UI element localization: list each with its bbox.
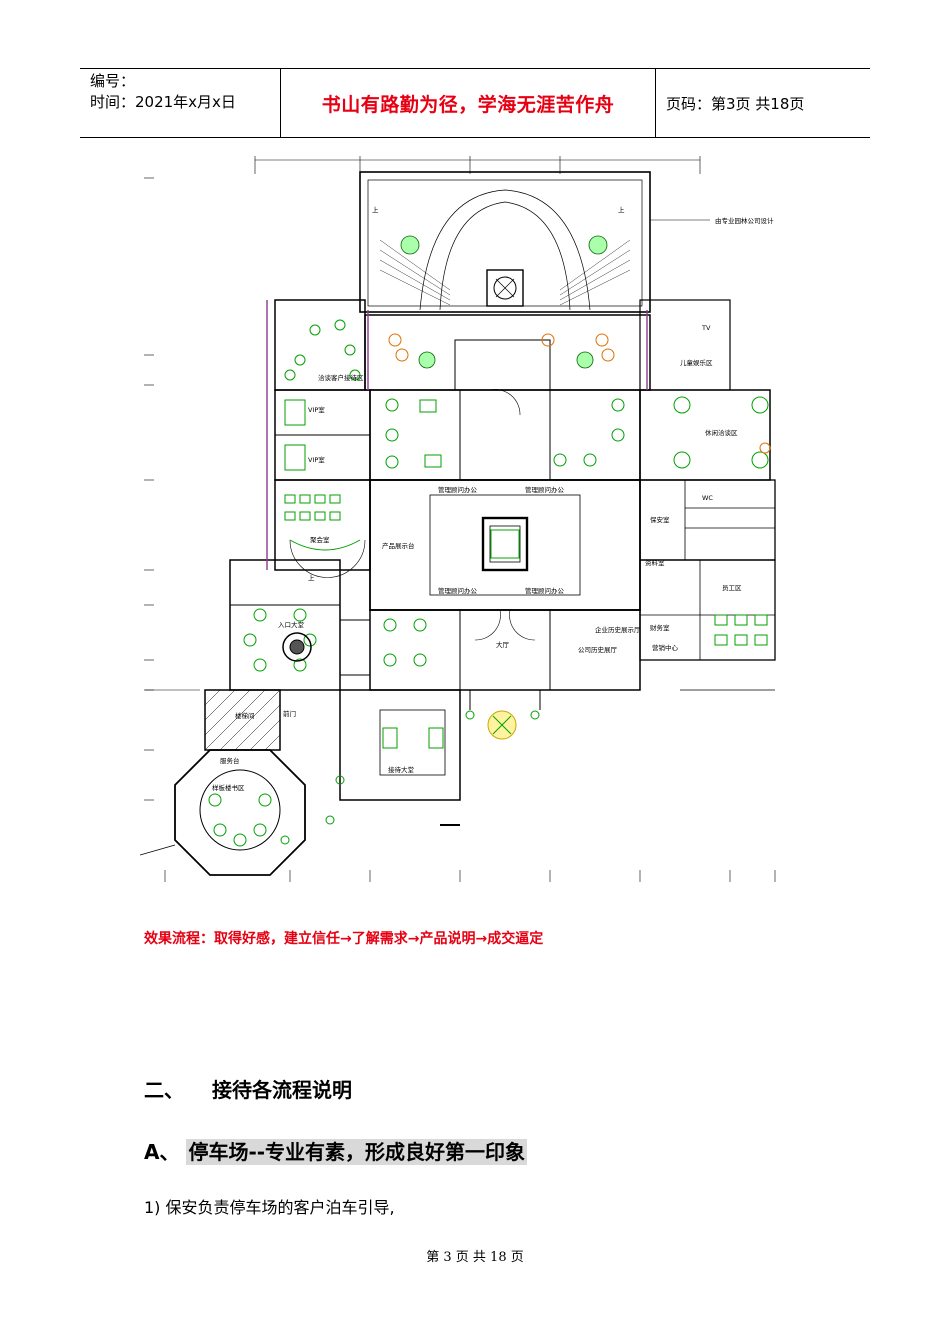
label-negotiate: 洽谈客户接待区 [318, 373, 364, 382]
floor-plan: 由专业园林公司设计 上 上 上 TV 儿童娱乐区 VIP室 VIP室 洽谈客户接… [140, 150, 790, 890]
label-up-2: 上 [618, 205, 625, 214]
label-up-3: 上 [308, 573, 315, 582]
label-reception: 产品展示台 [382, 541, 415, 550]
label-stair: 楼梯间 [235, 711, 255, 720]
label-wc: WC [702, 494, 713, 502]
header-motto: 书山有路勤为径，学海无涯苦作舟 [280, 69, 656, 137]
label-finance: 财务室 [650, 623, 670, 632]
label-lounge: 休闲洽谈区 [705, 428, 738, 437]
label-history: 公司历史展厅 [578, 645, 618, 654]
label-entry: 入口大堂 [278, 620, 305, 629]
label-sales: 营销中心 [652, 643, 679, 652]
label-service: 服务台 [220, 756, 240, 765]
page-footer: 第 3 页 共 18 页 [426, 1250, 524, 1265]
label-up-1: 上 [372, 205, 379, 214]
section-2-title: 接待各流程说明 [212, 1078, 352, 1102]
section-a-heading: A、 停车场--专业有素，形成良好第一印象 [144, 1136, 528, 1165]
header-time: 时间：2021年x月x日 [90, 93, 236, 111]
label-vip-2: VIP室 [308, 455, 325, 464]
label-office-1: 管理顾问办公 [438, 485, 478, 494]
landscape-note: 由专业园林公司设计 [715, 216, 774, 225]
header-meta: 编号： 时间：2021年x月x日 [80, 69, 280, 137]
section-a-label: A、 [144, 1140, 180, 1164]
section-2-number: 二、 [144, 1078, 184, 1102]
effect-flow: 效果流程：取得好感，建立信任→了解需求→产品说明→成交逼定 [144, 931, 544, 947]
floor-plan-drawing: 由专业园林公司设计 上 上 上 TV 儿童娱乐区 VIP室 VIP室 洽谈客户接… [140, 156, 776, 882]
label-archive: 资料室 [645, 558, 665, 567]
label-vip-1: VIP室 [308, 405, 325, 414]
label-office-2: 管理顾问办公 [525, 485, 565, 494]
label-office-4: 管理顾问办公 [525, 586, 565, 595]
label-staff: 员工区 [722, 584, 742, 592]
header-number: 编号： [90, 72, 136, 90]
section-a-title: 停车场--专业有素，形成良好第一印象 [186, 1139, 528, 1165]
label-office-3: 管理顾问办公 [438, 586, 478, 595]
page-header: 编号： 时间：2021年x月x日 书山有路勤为径，学海无涯苦作舟 页码：第3页 … [80, 68, 870, 138]
label-meeting: 聚会室 [310, 535, 330, 544]
label-kids-area: 儿童娱乐区 [680, 358, 713, 367]
label-hall: 大厅 [496, 640, 510, 649]
list-item: 1) 保安负责停车场的客户泊车引导, [144, 1198, 395, 1217]
header-page-info: 页码：第3页 共18页 [666, 94, 805, 113]
label-showroom: 企业历史展示厅 [595, 625, 641, 634]
label-lobby: 接待大堂 [388, 765, 415, 774]
label-tv: TV [701, 324, 711, 332]
section-2-heading: 二、 接待各流程说明 [144, 1074, 352, 1103]
label-security: 保安室 [650, 515, 670, 524]
label-model: 样板楼书区 [212, 783, 245, 792]
label-door: 前门 [283, 709, 296, 718]
